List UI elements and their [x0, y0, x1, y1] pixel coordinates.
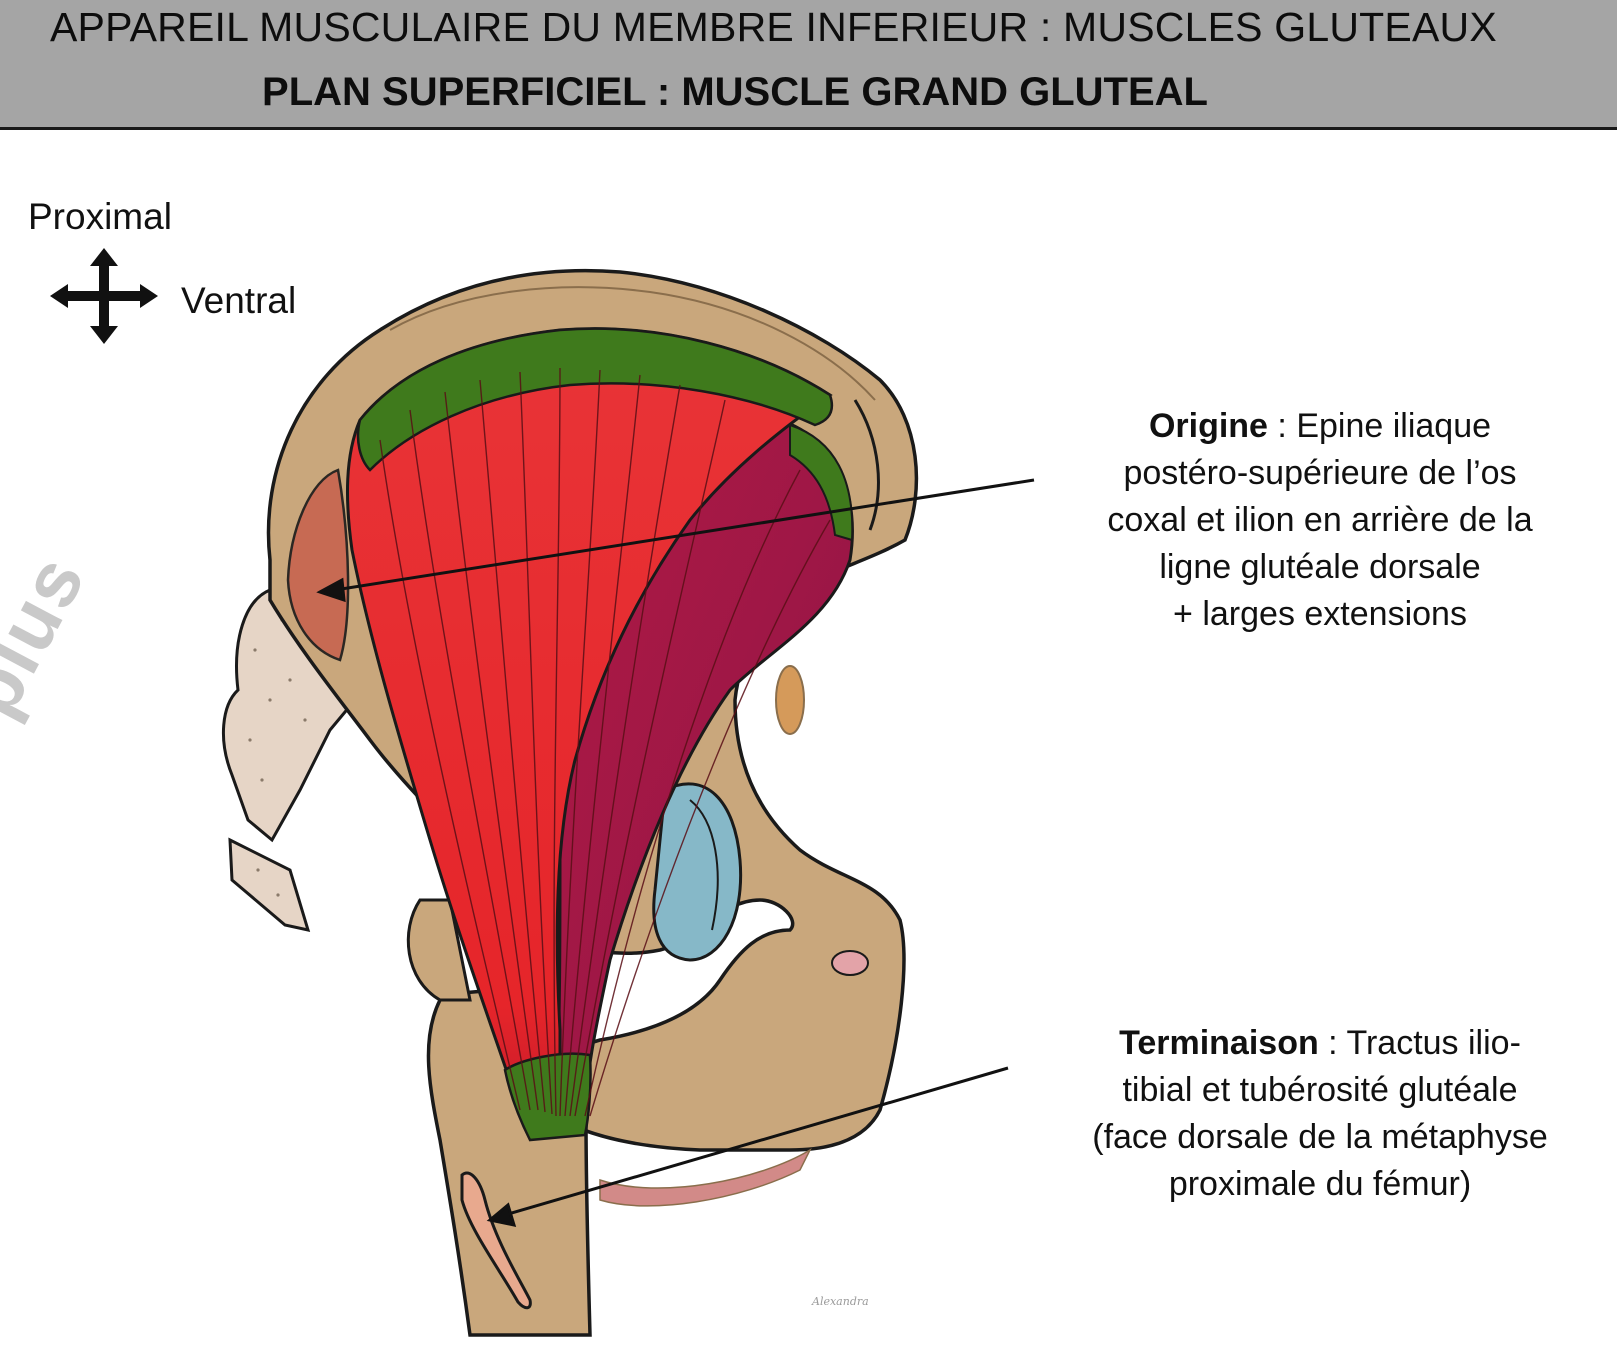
termination-term: Terminaison	[1119, 1024, 1319, 1062]
origin-text-3: coxal et ilion en arrière de la	[1107, 501, 1533, 539]
hip-joint-cartilage	[652, 782, 743, 962]
ischial-spine	[775, 665, 805, 735]
origin-line-1: Origine : Epine iliaque	[1040, 403, 1600, 450]
iliac-crest	[389, 286, 876, 401]
termination-line-1: Terminaison : Tractus ilio-	[1030, 1020, 1610, 1067]
orientation-proximal-label: Proximal	[28, 196, 172, 237]
origin-text-1: : Epine iliaque	[1267, 407, 1492, 445]
artist-signature: Alexandra	[812, 1295, 869, 1308]
pubic-ramus-muscle	[599, 1148, 812, 1207]
termination-text-4: proximale du fémur)	[1168, 1165, 1472, 1203]
coccyx-fragment	[228, 837, 311, 933]
femur-greater-trochanter	[406, 898, 472, 1002]
origin-text-2: postéro-supérieure de l’os	[1123, 454, 1517, 492]
termination-text-3: (face dorsale de la métaphyse	[1092, 1118, 1548, 1156]
origin-callout: Origine : Epine iliaque postéro-supérieu…	[1040, 403, 1600, 638]
page-subtitle: PLAN SUPERFICIEL : MUSCLE GRAND GLUTEAL	[262, 70, 1208, 114]
termination-callout: Terminaison : Tractus ilio- tibial et tu…	[1030, 1020, 1610, 1208]
origin-term: Origine	[1148, 407, 1268, 445]
posterior-iliac-origin-area	[286, 468, 350, 662]
origin-aponeurosis	[356, 327, 834, 472]
termination-text-2: tibial et tubérosité glutéale	[1122, 1071, 1518, 1109]
muscle-fibers	[379, 367, 831, 1117]
gluteal-tuberosity	[460, 1171, 532, 1310]
origin-pointer-arrow	[316, 478, 1035, 603]
termination-pointer-arrow	[486, 1066, 1009, 1227]
ischial-tuberosity-mark	[831, 950, 869, 976]
orientation-ventral-label: Ventral	[181, 280, 297, 321]
origin-text-5: + larges extensions	[1173, 595, 1467, 633]
termination-text-1: : Tractus ilio-	[1318, 1024, 1521, 1062]
header-bar: APPAREIL MUSCULAIRE DU MEMBRE INFERIEUR …	[0, 0, 1617, 130]
orientation-arrows-icon	[50, 248, 158, 344]
page-title: APPAREIL MUSCULAIRE DU MEMBRE INFERIEUR …	[50, 4, 1497, 50]
origin-text-4: ligne glutéale dorsale	[1159, 548, 1481, 586]
